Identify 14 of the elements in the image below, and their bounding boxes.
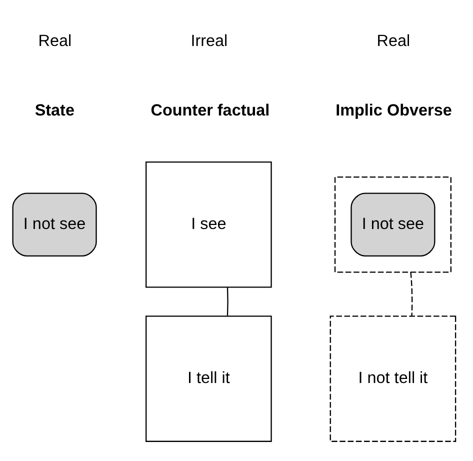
- label: Real: [38, 31, 72, 50]
- node-box: I tell it: [146, 315, 272, 442]
- label: State: [34, 100, 74, 119]
- label: Irreal: [190, 31, 228, 50]
- label: Implic Obverse: [336, 100, 452, 119]
- node-box: I not see: [350, 192, 436, 256]
- connector: [226, 287, 228, 316]
- cluster: [334, 176, 452, 272]
- node-box: I see: [146, 160, 272, 288]
- node-box: I not tell it: [330, 315, 456, 442]
- label: Real: [376, 31, 410, 50]
- label: Counter factual: [150, 100, 270, 119]
- connector: [410, 272, 413, 316]
- node-box: I not see: [12, 192, 97, 256]
